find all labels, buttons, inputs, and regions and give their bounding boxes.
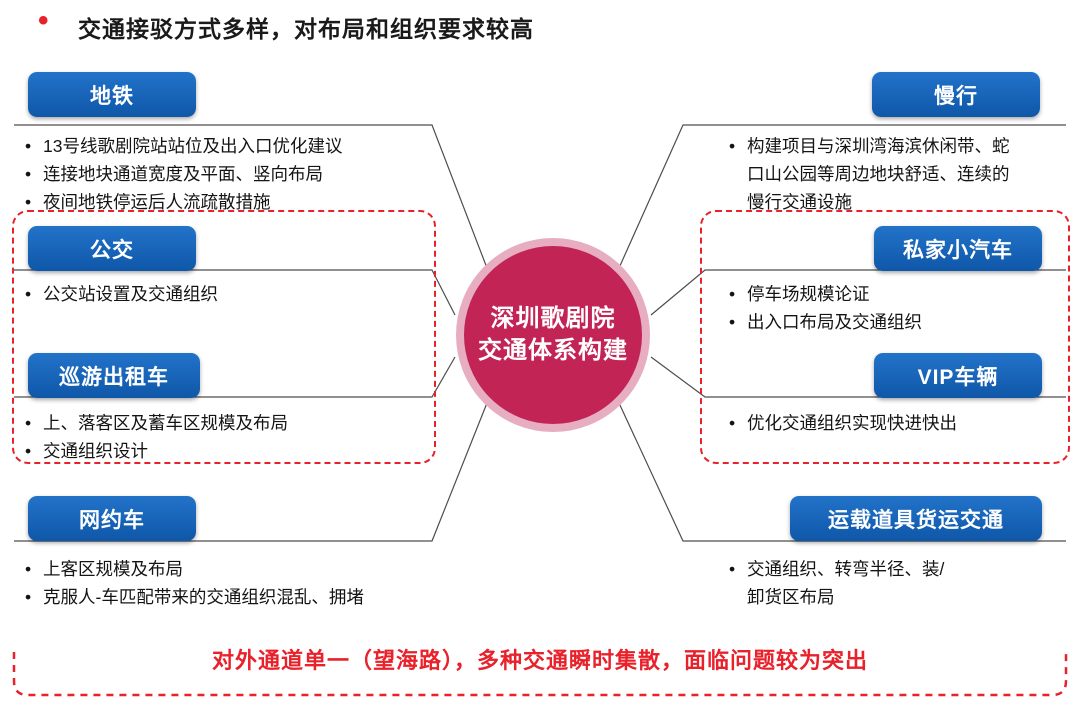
list-item: 停车场规模论证 xyxy=(726,280,1046,308)
category-pill-private-car: 私家小汽车 xyxy=(874,226,1042,271)
bullet-list-slow-traffic: 构建项目与深圳湾海滨休闲带、蛇口山公园等周边地块舒适、连续的慢行交通设施 xyxy=(726,132,1016,216)
page-title: 交通接驳方式多样，对布局和组织要求较高 xyxy=(78,16,534,42)
list-item: 出入口布局及交通组织 xyxy=(726,308,1046,336)
list-item: 上客区规模及布局 xyxy=(22,555,472,583)
category-pill-ride-hailing: 网约车 xyxy=(28,496,196,541)
list-item: 连接地块通道宽度及平面、竖向布局 xyxy=(22,160,446,188)
bullet-list-freight: 交通组织、转弯半径、装/卸货区布局 xyxy=(726,555,961,611)
center-node-line2: 交通体系构建 xyxy=(478,337,628,364)
bullet-list-metro: 13号线歌剧院站站位及出入口优化建议 连接地块通道宽度及平面、竖向布局 夜间地铁… xyxy=(22,132,446,216)
center-node: 深圳歌剧院 交通体系构建 xyxy=(456,238,650,432)
list-item: 公交站设置及交通组织 xyxy=(22,280,446,308)
list-item: 优化交通组织实现快进快出 xyxy=(726,409,1056,437)
category-pill-taxi: 巡游出租车 xyxy=(28,353,200,398)
list-item: 13号线歌剧院站站位及出入口优化建议 xyxy=(22,132,446,160)
bullet-list-bus: 公交站设置及交通组织 xyxy=(22,280,446,308)
category-pill-freight: 运载道具货运交通 xyxy=(790,496,1042,541)
category-pill-bus: 公交 xyxy=(28,226,196,271)
list-item: 交通组织、转弯半径、装/卸货区布局 xyxy=(726,555,961,611)
bullet-list-vip-vehicle: 优化交通组织实现快进快出 xyxy=(726,409,1056,437)
bullet-list-taxi: 上、落客区及蓄车区规模及布局 交通组织设计 xyxy=(22,409,446,465)
list-item: 克服人-车匹配带来的交通组织混乱、拥堵 xyxy=(22,583,472,611)
bullet-list-ride-hailing: 上客区规模及布局 克服人-车匹配带来的交通组织混乱、拥堵 xyxy=(22,555,472,611)
category-pill-vip-vehicle: VIP车辆 xyxy=(874,353,1042,398)
list-item: 夜间地铁停运后人流疏散措施 xyxy=(22,188,446,216)
bottom-dashed-border xyxy=(12,652,1068,697)
category-pill-slow-traffic: 慢行 xyxy=(872,72,1040,117)
bottom-warning-text: 对外通道单一（望海路），多种交通瞬时集散，面临问题较为突出 xyxy=(211,648,868,673)
category-pill-metro: 地铁 xyxy=(28,72,196,117)
title-bullet-icon: • xyxy=(38,4,49,37)
bullet-list-private-car: 停车场规模论证 出入口布局及交通组织 xyxy=(726,280,1046,336)
center-node-line1: 深圳歌剧院 xyxy=(490,304,616,332)
list-item: 交通组织设计 xyxy=(22,437,446,465)
list-item: 上、落客区及蓄车区规模及布局 xyxy=(22,409,446,437)
list-item: 构建项目与深圳湾海滨休闲带、蛇口山公园等周边地块舒适、连续的慢行交通设施 xyxy=(726,132,1016,216)
